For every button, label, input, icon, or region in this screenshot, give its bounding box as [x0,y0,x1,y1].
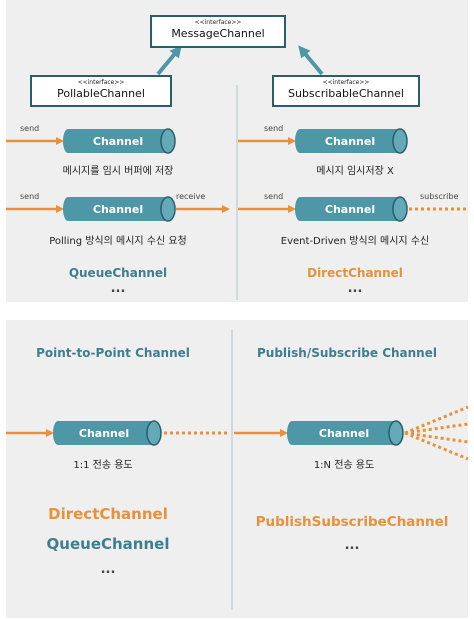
fanout-line-1 [404,405,469,435]
pollable-channel-box: <<interface>> PollableChannel [30,75,172,107]
fanout-line-4 [404,431,469,461]
pollable-inherit-arrow [156,45,182,76]
channel-pipe-tr2: Channel [295,196,408,222]
impl-queue-channel-bottom: QueueChannel [46,535,170,553]
channel-pipe-tl1: Channel [63,128,176,154]
more-dots-br: ... [344,538,360,553]
channel-pipe-bl: Channel [53,420,162,446]
pollable-channel-name: PollableChannel [57,87,145,100]
more-dots-bl: ... [100,562,116,577]
subscribable-inherit-arrow [298,45,324,76]
subscribable-channel-box: <<interface>> SubscribableChannel [272,75,420,107]
channel-pipe-tr1: Channel [295,128,408,154]
send-label-tr1: send [264,124,284,133]
message-channel-name: MessageChannel [171,27,265,40]
send-label-tl2: send [20,192,40,201]
send-label-tl1: send [20,124,40,133]
channel-label-tr1: Channel [325,135,375,148]
publish-subscribe-title: Publish/Subscribe Channel [257,346,437,360]
channel-label-br: Channel [319,427,369,440]
message-channel-box: <<interface>> MessageChannel [150,15,286,48]
impl-queue-channel-top: QueueChannel [68,266,168,280]
channel-label-tr2: Channel [325,203,375,216]
subscribe-label-tr2: subscribe [420,192,459,201]
impl-direct-channel-top: DirectChannel [307,266,403,280]
channel-pipe-br: Channel [287,420,404,446]
send-label-tr2: send [264,192,284,201]
more-dots-tl: ... [110,281,126,296]
channel-label-tl2: Channel [93,203,143,216]
pollable-channel-stereotype: <<interface>> [77,79,125,86]
fanout-line-3 [404,431,469,444]
caption-bl: 1:1 전송 용도 [73,460,133,471]
more-dots-tr: ... [347,281,363,296]
channel-label-tl1: Channel [93,135,143,148]
caption-tr2: Event-Driven 방식의 메시지 수신 [280,236,430,247]
caption-br: 1:N 전송 용도 [313,460,375,471]
receive-label-tl2: receive [176,192,206,201]
message-channel-stereotype: <<interface>> [194,19,242,26]
channel-pipe-tl2: Channel [63,196,176,222]
point-to-point-title: Point-to-Point Channel [36,346,190,360]
subscribable-channel-name: SubscribableChannel [288,87,404,100]
fanout-line-2 [404,422,469,435]
subscribable-channel-stereotype: <<interface>> [322,79,370,86]
bottom-panel [6,320,468,618]
impl-direct-channel-bottom: DirectChannel [48,505,168,523]
caption-tl2: Polling 방식의 메시지 수신 요청 [49,236,187,247]
caption-tr1: 메시지 임시저장 X [316,166,394,177]
channel-label-bl: Channel [79,427,129,440]
impl-publish-subscribe-channel: PublishSubscribeChannel [255,514,449,530]
caption-tl1: 메시지를 임시 버퍼에 저장 [62,166,174,177]
